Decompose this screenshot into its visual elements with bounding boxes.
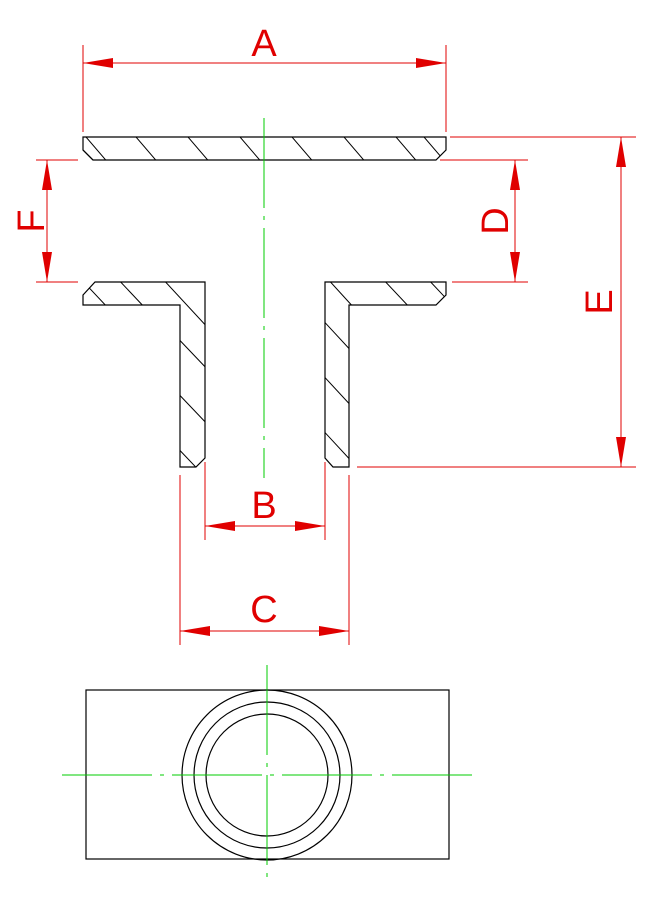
plan-view <box>62 665 472 884</box>
dimension-c: C <box>179 475 350 645</box>
dim-e-label: E <box>579 289 621 314</box>
dim-b-label: B <box>251 485 276 527</box>
dimension-a: A <box>82 23 447 132</box>
dim-d-arrow-top <box>510 160 520 190</box>
dim-c-arrow-left <box>180 626 210 636</box>
dim-f-arrow-bottom <box>42 252 52 282</box>
dimension-e: E <box>357 136 636 468</box>
dim-b-arrow-left <box>205 521 235 531</box>
right-body-hatch <box>325 282 446 466</box>
left-body-section <box>82 281 206 468</box>
dim-c-label: C <box>250 589 277 631</box>
dim-a-arrow-right <box>416 58 446 68</box>
dim-e-arrow-bottom <box>616 437 626 467</box>
dim-a-arrow-left <box>83 58 113 68</box>
dim-d-label: D <box>475 207 517 234</box>
dim-b-arrow-right <box>295 521 325 531</box>
dim-c-arrow-right <box>319 626 349 636</box>
right-body-section <box>324 281 447 468</box>
dimension-b: B <box>204 462 326 540</box>
dim-f-label: F <box>11 209 53 232</box>
dimension-d: D <box>440 159 528 283</box>
dim-d-arrow-bottom <box>510 252 520 282</box>
dim-f-arrow-top <box>42 160 52 190</box>
dim-a-label: A <box>251 23 277 65</box>
dimension-f: F <box>11 159 78 283</box>
dim-e-arrow-top <box>616 137 626 167</box>
left-body-hatch <box>83 282 205 467</box>
